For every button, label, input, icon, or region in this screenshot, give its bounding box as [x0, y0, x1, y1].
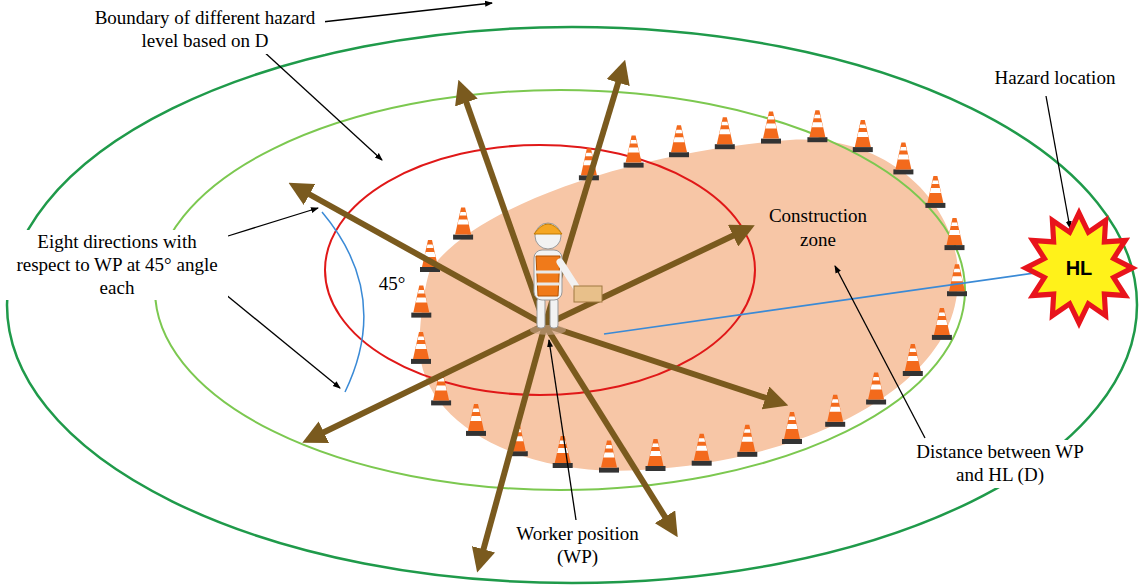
traffic-cone	[807, 110, 827, 142]
traffic-cone	[737, 425, 757, 457]
traffic-cone	[782, 412, 802, 444]
annotation-label: Worker position (WP)	[505, 522, 650, 570]
traffic-cone	[466, 404, 486, 436]
annotation-label: Eight directions with respect to WP at 4…	[6, 230, 228, 300]
traffic-cone	[893, 142, 913, 174]
worker-figure	[530, 223, 602, 335]
annotation-label: 45°	[372, 272, 412, 297]
distance-line	[604, 270, 1056, 334]
annotation-label: Boundary of different hazard level based…	[85, 6, 325, 54]
zone-label-node: Construction zone	[752, 204, 884, 252]
traffic-cone	[947, 264, 967, 296]
traffic-cone	[903, 344, 923, 376]
annotation-label: Distance between WP and HL (D)	[900, 440, 1100, 488]
outer-hazard-boundary	[7, 27, 1137, 583]
hazard-starburst: HL	[1018, 205, 1140, 331]
traffic-cone	[825, 395, 845, 427]
traffic-cones	[411, 110, 967, 472]
traffic-cone	[761, 112, 781, 144]
zone-text: Construction zone	[752, 204, 884, 252]
traffic-cone	[715, 117, 735, 149]
annotation-label: Hazard location	[980, 66, 1130, 91]
traffic-cone	[453, 208, 473, 240]
traffic-cone	[624, 136, 644, 168]
traffic-cone	[553, 436, 573, 468]
traffic-cone	[866, 373, 886, 405]
traffic-cone	[945, 218, 965, 250]
traffic-cone	[411, 286, 431, 318]
inner-hazard-boundary	[325, 145, 755, 395]
traffic-cone	[646, 439, 666, 471]
traffic-cone	[411, 332, 431, 364]
hazard-text: HL	[1018, 256, 1140, 281]
middle-hazard-boundary	[155, 90, 965, 490]
traffic-cone	[669, 125, 689, 157]
angle-arc	[322, 212, 364, 392]
traffic-cone	[599, 441, 619, 473]
direction-arrows	[298, 70, 778, 562]
traffic-cone	[692, 434, 712, 466]
traffic-cone	[853, 120, 873, 152]
traffic-cone	[932, 308, 952, 340]
traffic-cone	[925, 176, 945, 208]
